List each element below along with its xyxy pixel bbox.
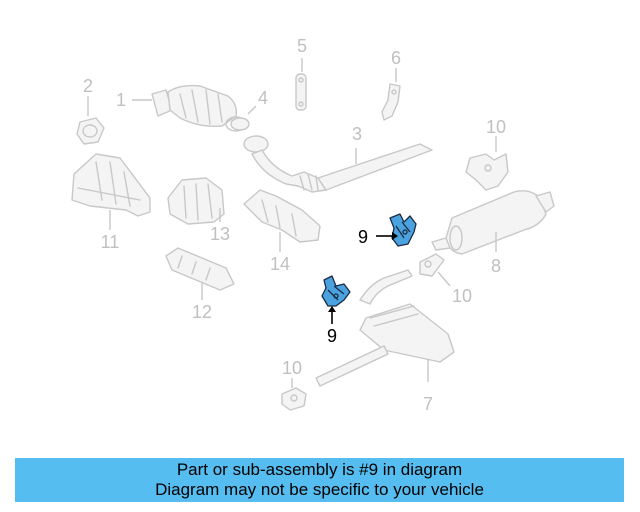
callout-14: 14 xyxy=(270,254,290,274)
part-6-bracket xyxy=(381,68,401,121)
callout-10-top: 10 xyxy=(486,117,506,137)
callout-4: 4 xyxy=(258,88,268,108)
part-7-center-muffler xyxy=(315,269,455,387)
part-11-heat-shield xyxy=(71,153,151,230)
exhaust-parts-diagram: 2 1 4 3 5 6 10 xyxy=(71,36,555,414)
banner-line-1: Part or sub-assembly is #9 in diagram xyxy=(176,460,463,479)
part-10-bracket-top xyxy=(465,136,509,191)
part-9-highlighted-lower xyxy=(321,275,351,324)
part-9-highlighted-upper xyxy=(376,213,417,247)
part-14-heat-shield xyxy=(243,189,321,252)
callout-5: 5 xyxy=(297,36,307,56)
part-10-hanger-middle xyxy=(419,253,451,287)
callout-9-lower: 9 xyxy=(327,326,337,346)
callout-2: 2 xyxy=(83,76,93,96)
callout-3: 3 xyxy=(352,124,362,144)
callout-11: 11 xyxy=(101,232,120,252)
part-2-gasket xyxy=(76,96,105,145)
callout-12: 12 xyxy=(192,302,212,322)
callout-9-upper: 9 xyxy=(358,227,368,247)
part-1-catalytic-converter xyxy=(132,84,247,132)
callout-10-middle: 10 xyxy=(452,286,472,306)
part-3-front-pipe xyxy=(243,135,433,193)
callout-13: 13 xyxy=(210,224,230,244)
callout-6: 6 xyxy=(391,48,401,68)
info-banner: Part or sub-assembly is #9 in diagram Di… xyxy=(15,458,624,502)
callout-10-bottom: 10 xyxy=(282,358,302,378)
part-8-rear-muffler xyxy=(431,190,555,255)
part-10-hanger-bottom xyxy=(281,378,307,411)
part-5-hanger xyxy=(295,58,307,111)
part-4-gasket xyxy=(230,105,257,131)
callout-8: 8 xyxy=(491,256,501,276)
banner-line-2: Diagram may not be specific to your vehi… xyxy=(155,480,484,499)
part-13-heat-shield xyxy=(167,177,225,225)
callout-7: 7 xyxy=(423,394,433,414)
part-12-heat-shield xyxy=(165,247,235,300)
callout-1: 1 xyxy=(116,90,126,110)
